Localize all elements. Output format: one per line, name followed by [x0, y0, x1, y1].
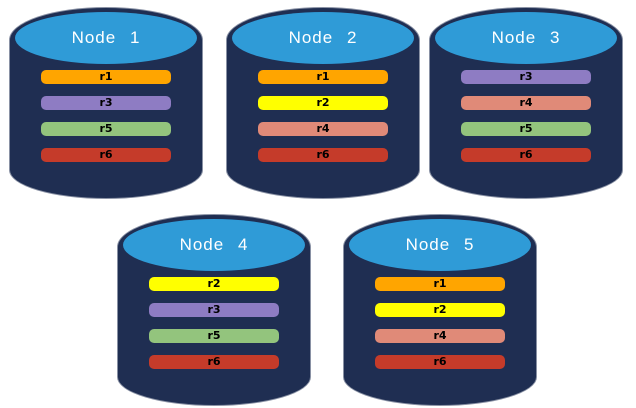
replica-bar: r4 [461, 96, 591, 110]
replica-bar: r2 [258, 96, 388, 110]
replica-bar: r6 [461, 148, 591, 162]
replica-bar: r4 [258, 122, 388, 136]
replica-bar: r5 [149, 329, 279, 343]
database-node-1: Node 1 r1 r3 r5 r6 [10, 8, 202, 198]
node-title: Node 3 [491, 28, 561, 47]
cylinder-top-ellipse: Node 5 [349, 219, 531, 271]
replica-bar: r6 [375, 355, 505, 369]
replica-bar: r3 [149, 303, 279, 317]
replica-bar: r1 [258, 70, 388, 84]
node-title: Node 1 [71, 28, 141, 47]
replica-bar: r2 [149, 277, 279, 291]
cylinder-top-ellipse: Node 1 [15, 12, 197, 64]
replica-list: r2 r3 r5 r6 [149, 277, 279, 369]
cylinder-top-ellipse: Node 2 [232, 12, 414, 64]
replica-bar: r1 [375, 277, 505, 291]
replica-bar: r3 [461, 70, 591, 84]
node-title: Node 2 [288, 28, 358, 47]
replica-bar: r5 [41, 122, 171, 136]
node-title: Node 5 [405, 235, 475, 254]
replica-bar: r6 [41, 148, 171, 162]
database-node-3: Node 3 r3 r4 r5 r6 [430, 8, 622, 198]
replica-bar: r6 [258, 148, 388, 162]
replica-bar: r3 [41, 96, 171, 110]
cylinder-top-ellipse: Node 3 [435, 12, 617, 64]
database-node-2: Node 2 r1 r2 r4 r6 [227, 8, 419, 198]
replica-list: r1 r2 r4 r6 [375, 277, 505, 369]
replica-bar: r1 [41, 70, 171, 84]
replica-list: r1 r2 r4 r6 [258, 70, 388, 162]
replica-bar: r6 [149, 355, 279, 369]
replica-list: r3 r4 r5 r6 [461, 70, 591, 162]
replica-list: r1 r3 r5 r6 [41, 70, 171, 162]
replica-bar: r4 [375, 329, 505, 343]
cylinder-top-ellipse: Node 4 [123, 219, 305, 271]
replica-bar: r2 [375, 303, 505, 317]
replica-bar: r5 [461, 122, 591, 136]
database-node-5: Node 5 r1 r2 r4 r6 [344, 215, 536, 405]
database-node-4: Node 4 r2 r3 r5 r6 [118, 215, 310, 405]
node-title: Node 4 [179, 235, 249, 254]
